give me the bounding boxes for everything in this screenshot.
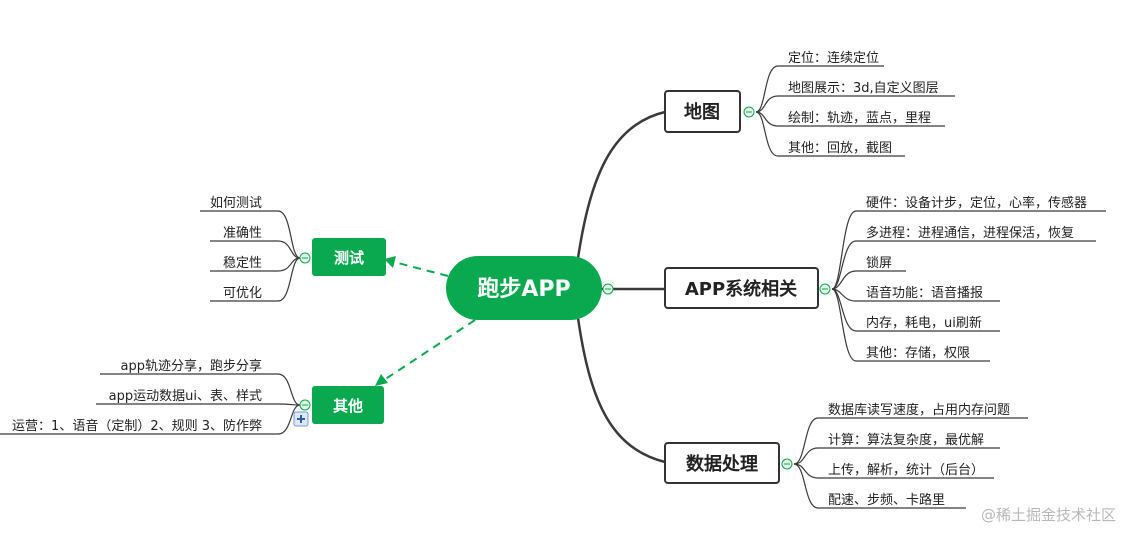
leaf-map-3[interactable]: 绘制：轨迹，蓝点，里程 bbox=[788, 111, 931, 126]
node-other-collapse-toggle[interactable] bbox=[299, 399, 311, 411]
leaf-system-5[interactable]: 内存，耗电，ui刷新 bbox=[866, 315, 982, 331]
node-data[interactable]: 数据处理 bbox=[664, 442, 780, 484]
center-node[interactable]: 跑步APP bbox=[446, 256, 602, 320]
leaf-data-3[interactable]: 上传，解析，统计（后台） bbox=[828, 463, 984, 478]
leaf-other-1[interactable]: app轨迹分享，跑步分享 bbox=[121, 358, 262, 374]
watermark: @稀土掘金技术社区 bbox=[981, 506, 1116, 524]
leaf-map-4[interactable]: 其他：回放，截图 bbox=[788, 141, 892, 156]
leaf-connectors-test bbox=[200, 210, 301, 302]
leaf-connectors-system bbox=[831, 210, 1106, 362]
leaf-test-1[interactable]: 如何测试 bbox=[210, 195, 262, 211]
leaf-connectors-other bbox=[0, 373, 301, 435]
leaf-connectors-map bbox=[755, 65, 955, 157]
node-map-label: 地图 bbox=[684, 101, 720, 123]
leaf-data-1[interactable]: 数据库读写速度，占用内存问题 bbox=[828, 402, 1010, 418]
branch-center-to-test bbox=[393, 261, 449, 277]
node-other-label: 其他 bbox=[333, 397, 363, 415]
branch-center-to-map bbox=[576, 110, 666, 259]
leaf-data-4[interactable]: 配速、步频、卡路里 bbox=[828, 492, 945, 508]
branch-center-to-data bbox=[576, 317, 666, 464]
leaf-test-2[interactable]: 准确性 bbox=[223, 226, 262, 241]
arrowhead-other bbox=[375, 374, 388, 386]
leaf-map-1[interactable]: 定位：连续定位 bbox=[788, 50, 879, 66]
node-system-collapse-toggle[interactable] bbox=[819, 283, 831, 295]
leaf-test-3[interactable]: 稳定性 bbox=[223, 255, 262, 271]
leaf-system-4[interactable]: 语音功能：语音播报 bbox=[866, 285, 983, 301]
branch-center-to-other bbox=[383, 319, 476, 381]
leaf-system-6[interactable]: 其他：存储，权限 bbox=[866, 345, 970, 361]
node-map[interactable]: 地图 bbox=[664, 90, 741, 133]
node-data-collapse-toggle[interactable] bbox=[781, 458, 793, 470]
leaf-other-2[interactable]: app运动数据ui、表、样式 bbox=[109, 389, 262, 404]
leaf-system-1[interactable]: 硬件：设备计步，定位，心率，传感器 bbox=[866, 195, 1087, 211]
node-system[interactable]: APP系统相关 bbox=[664, 267, 819, 309]
leaf-other-3[interactable]: 运营：1、语音（定制）2、规则 3、防作弊 bbox=[12, 418, 262, 434]
node-system-label: APP系统相关 bbox=[685, 278, 797, 300]
left-branches bbox=[383, 261, 476, 381]
node-test-label: 测试 bbox=[334, 249, 364, 267]
center-node-label: 跑步APP bbox=[477, 276, 570, 302]
expand-plus-icon[interactable] bbox=[293, 411, 309, 427]
node-map-collapse-toggle[interactable] bbox=[743, 106, 755, 118]
node-other[interactable]: 其他 bbox=[312, 386, 384, 424]
node-data-label: 数据处理 bbox=[686, 453, 758, 475]
node-test[interactable]: 测试 bbox=[312, 238, 386, 276]
leaf-data-2[interactable]: 计算：算法复杂度，最优解 bbox=[828, 432, 984, 448]
leaf-test-4[interactable]: 可优化 bbox=[223, 286, 262, 301]
leaf-system-3[interactable]: 锁屏 bbox=[866, 255, 892, 271]
arrowhead-test bbox=[384, 256, 396, 268]
node-test-collapse-toggle[interactable] bbox=[299, 252, 311, 264]
leaf-system-2[interactable]: 多进程：进程通信，进程保活，恢复 bbox=[866, 225, 1074, 241]
leaf-connectors-data bbox=[793, 417, 1028, 509]
leaf-map-2[interactable]: 地图展示：3d,自定义图层 bbox=[788, 81, 939, 96]
center-collapse-toggle[interactable] bbox=[602, 283, 614, 295]
